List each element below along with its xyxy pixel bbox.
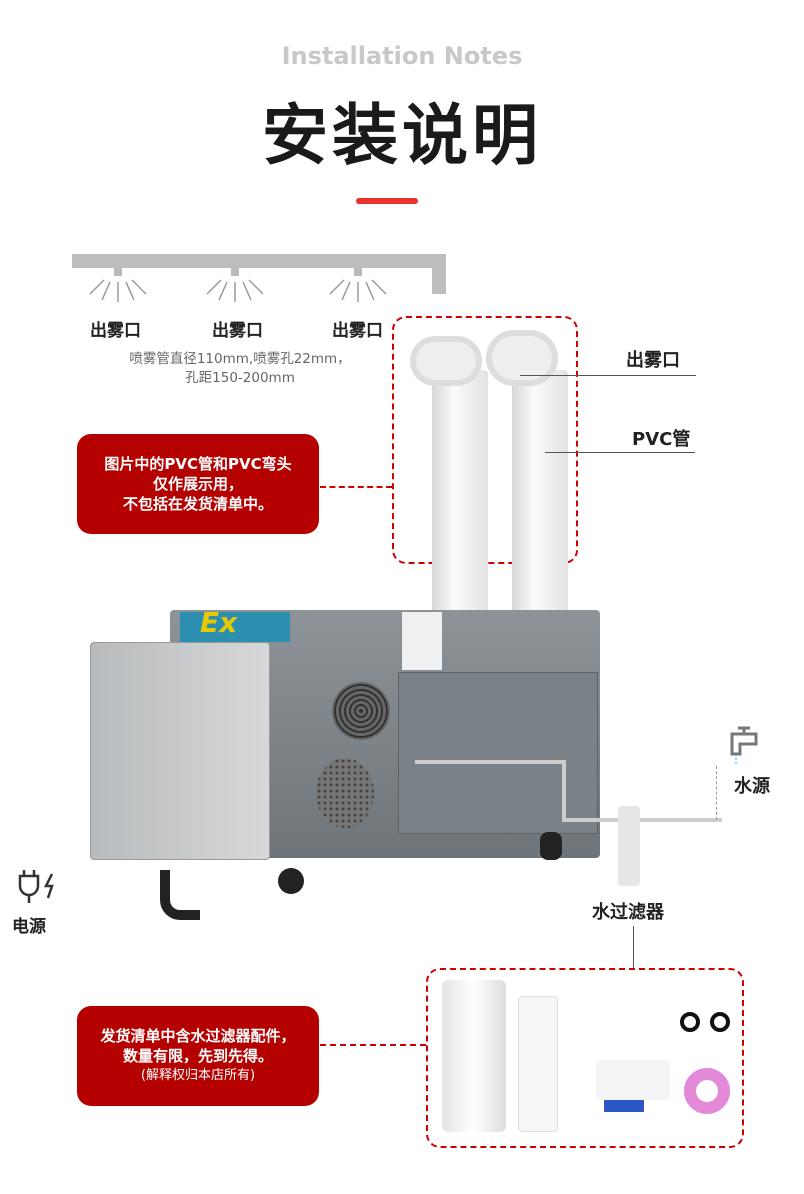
spec-line-2: 孔距150-200mm [185, 370, 295, 386]
nozzle-label-3: 出雾口 [332, 321, 383, 341]
filter-housing [618, 806, 640, 886]
mist-outlet-leader [520, 375, 696, 376]
faucet-icon [730, 726, 758, 764]
ex-mark: Ex [200, 606, 238, 639]
pvc-pipe-left [432, 370, 488, 620]
page-title: 安装说明 [262, 97, 542, 174]
pvc-callout-connector [320, 486, 392, 488]
fan-grille [332, 682, 390, 740]
front-door [398, 672, 598, 834]
wheel-left [278, 868, 304, 894]
vent-grille [316, 758, 374, 828]
filter-callout-connector [320, 1044, 426, 1046]
pvc-disclaimer-callout: 图片中的PVC管和PVC弯头 仅作展示用， 不包括在发货清单中。 [77, 434, 319, 534]
power-plug-icon [18, 870, 54, 903]
ptfe-tape [684, 1068, 730, 1114]
nameplate [402, 612, 442, 670]
nozzle-label-1: 出雾口 [90, 321, 141, 341]
mist-outlet-label: 出雾口 [626, 350, 680, 371]
pvc-pipe-right [512, 370, 568, 620]
water-hose-vertical [562, 760, 566, 820]
o-ring-2 [710, 1012, 730, 1032]
o-ring-1 [680, 1012, 700, 1032]
nozzle-label-2: 出雾口 [212, 321, 263, 341]
pvc-elbow-left [410, 336, 482, 386]
filter-callout-line-3: (解释权归本店所有) [140, 1068, 256, 1083]
water-filter-label: 水过滤器 [592, 902, 664, 923]
wheel-right [540, 832, 562, 860]
pvc-elbow-right [486, 330, 558, 386]
spec-line-1: 喷雾管直径110mm,喷雾孔22mm， [129, 351, 351, 367]
pvc-callout-line-2: 仅作展示用， [152, 475, 243, 493]
pvc-pipe-leader [545, 452, 695, 453]
power-label: 电源 [12, 917, 46, 937]
spray-pipe-elbow [432, 254, 446, 294]
pipe-fittings [598, 1000, 658, 1040]
water-hose-to-filter [562, 818, 722, 822]
spray-pipe [72, 254, 446, 268]
pvc-callout-line-3: 不包括在发货清单中。 [122, 495, 273, 513]
filter-connector [633, 926, 634, 968]
ball-valve-handle [604, 1100, 644, 1112]
filter-accessories-callout: 发货清单中含水过滤器配件， 数量有限，先到先得。 (解释权归本店所有) [77, 1006, 319, 1106]
power-cable [160, 870, 200, 920]
filter-callout-line-2: 数量有限，先到先得。 [122, 1047, 273, 1065]
water-inlet-hose [415, 760, 565, 764]
control-panel [180, 612, 290, 642]
pvc-callout-line-1: 图片中的PVC管和PVC弯头 [104, 455, 292, 473]
ball-valve [596, 1060, 670, 1100]
title-underline [356, 198, 418, 204]
nozzle-spec: 喷雾管直径110mm,喷雾孔22mm， 孔距150-200mm [100, 350, 380, 388]
filter-cartridge [518, 996, 558, 1132]
section-subtitle: Installation Notes [281, 42, 523, 70]
accessories-highlight [426, 968, 744, 1148]
pvc-pipe-label: PVC管 [632, 429, 691, 450]
water-source-label: 水源 [734, 776, 770, 797]
filter-callout-line-1: 发货清单中含水过滤器配件， [100, 1027, 296, 1045]
filter-housing-accessory [442, 980, 506, 1132]
water-supply-line [716, 766, 717, 820]
explosion-proof-box [90, 642, 270, 860]
spray-nozzle-icons [89, 266, 387, 302]
